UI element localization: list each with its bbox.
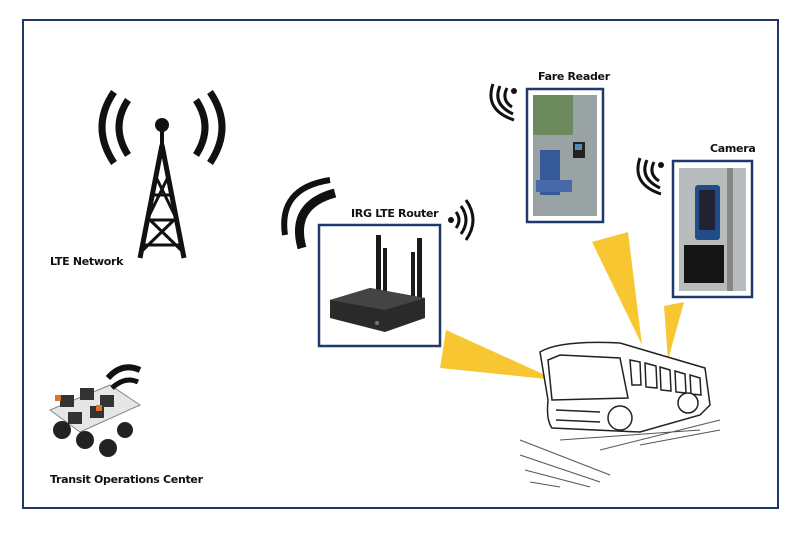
fare-reader-beam <box>592 232 642 345</box>
wifi-signal-icon <box>281 177 475 250</box>
bus-icon <box>519 341 721 488</box>
router-label: IRG LTE Router <box>351 207 439 220</box>
lte-network-label: LTE Network <box>50 255 124 268</box>
operations-center-icon <box>48 364 142 457</box>
camera-beam <box>664 302 684 360</box>
router-photo <box>317 223 442 348</box>
transit-center-label: Transit Operations Center <box>50 473 203 486</box>
router-beam <box>440 330 556 380</box>
fare-reader-photo <box>525 87 605 224</box>
cell-tower-icon <box>98 90 226 259</box>
diagram-frame <box>22 19 779 509</box>
wifi-signal-icon <box>636 157 664 196</box>
wifi-signal-icon <box>489 83 517 122</box>
camera-photo <box>671 159 754 299</box>
camera-label: Camera <box>710 142 756 155</box>
fare-reader-label: Fare Reader <box>538 70 610 83</box>
